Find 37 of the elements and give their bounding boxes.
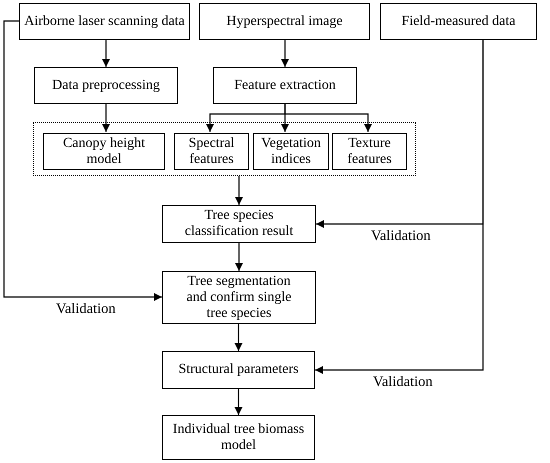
arrow	[284, 104, 372, 132]
node-text: Tree species classification result	[184, 208, 294, 240]
arrow	[235, 176, 243, 205]
arrow	[235, 243, 243, 271]
process-box	[253, 133, 329, 170]
process-box	[162, 351, 315, 389]
node-text: Individual tree biomass model	[172, 422, 306, 454]
node-text: Texture features	[346, 136, 393, 168]
arrow	[3, 20, 162, 301]
arrow	[234, 324, 242, 351]
process-box	[162, 415, 315, 460]
arrow	[102, 40, 110, 67]
arrow	[315, 40, 484, 374]
process-box	[213, 67, 357, 104]
process-box	[174, 133, 249, 170]
node-text: Hyperspectral image	[226, 14, 343, 30]
node-text: Spectral features	[188, 136, 236, 168]
process-box	[162, 271, 316, 324]
process-box	[380, 3, 537, 40]
node-text: Structural parameters	[178, 362, 299, 378]
process-box	[34, 67, 178, 104]
dotted-group-box	[33, 122, 416, 176]
arrow	[234, 389, 242, 415]
node-text: Airborne laser scanning data	[24, 14, 185, 30]
node-text: Tree segmentation and confirm single tree species	[186, 274, 292, 322]
node-text: Field-measured data	[402, 14, 516, 30]
node-text: Feature extraction	[234, 78, 336, 94]
arrow	[281, 40, 289, 67]
process-box	[162, 205, 316, 243]
arrow	[102, 104, 110, 132]
process-box	[43, 133, 165, 170]
process-box	[332, 133, 407, 170]
node-text: Canopy height model	[62, 136, 146, 168]
node-text: Data preprocessing	[52, 78, 160, 94]
node-text: Vegetation indices	[260, 136, 322, 168]
process-box	[199, 3, 370, 40]
process-box	[19, 3, 190, 40]
